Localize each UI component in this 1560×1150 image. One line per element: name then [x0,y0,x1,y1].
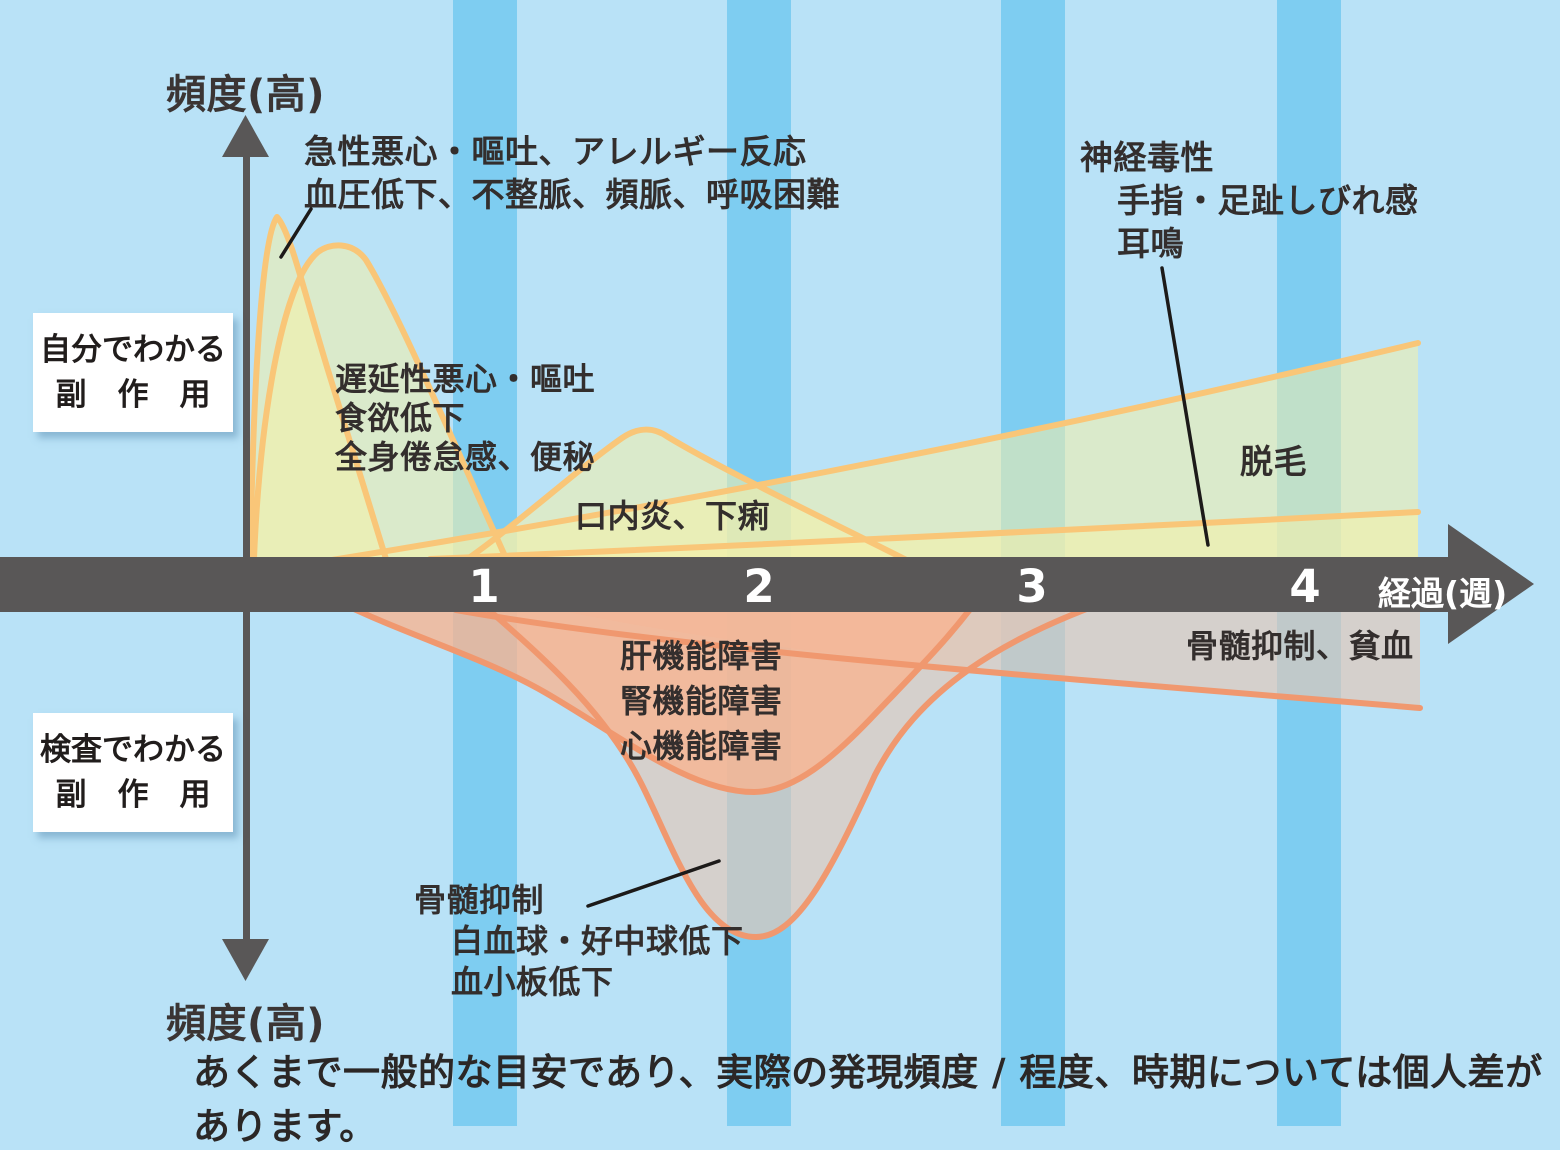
week-tick-3: 3 [1016,560,1048,613]
lower-curve-strokes [302,582,1423,940]
disclaimer-caption: あくまで一般的な目安であり、実際の発現頻度 / 程度、時期については個人差があり… [193,1051,1543,1148]
marrow-suppression-label: 骨髄抑制白血球・好中球低下血小板低下 [414,881,744,1001]
self-noticed-side-effects-box: 自分でわかる副 作 用 [33,313,233,432]
upper-curve-strokes [247,214,1421,588]
acute-callout-line [279,207,313,259]
acute-side-effects-label: 急性悪心・嘔吐、アレルギー反応血圧低下、不整脈、頻脈、呼吸困難 [304,132,840,214]
frequency-label-bottom: 頻度(高) [166,1001,326,1047]
frequency-label-top: 頻度(高) [166,72,326,118]
hair-loss-label: 脱毛 [1240,442,1307,481]
marrow-anemia-label: 骨髄抑制、貧血 [1186,627,1414,665]
week-tick-4: 4 [1289,560,1321,613]
y-axis-arrowhead-down-icon [222,939,269,981]
y-axis-arrowhead-up-icon [222,115,269,157]
test-detected-side-effects-box: 検査でわかる副 作 用 [33,713,233,832]
y-axis [222,115,269,981]
callout-lines [279,207,1210,908]
mouth-sore-label: 口内炎、下痢 [575,497,771,535]
week-tick-2: 2 [743,560,775,613]
marrow-callout-line [586,859,721,908]
organ-damage-label: 肝機能障害腎機能障害心機能障害 [620,637,783,765]
organ-damage-area [305,585,988,792]
neuro-callout-line [1160,266,1210,547]
chart-canvas [0,0,1534,1126]
x-axis-arrowhead-icon [1448,524,1534,644]
x-axis [0,524,1534,644]
week-tick-1: 1 [468,560,500,613]
delayed-side-effects-label: 遅延性悪心・嘔吐食欲低下全身倦怠感、便秘 [335,360,596,476]
neurotoxicity-label: 神経毒性手指・足趾しびれ感耳鳴 [1080,138,1419,263]
x-axis-title: 経過(週) [1378,574,1508,613]
mouth-sore-area [426,429,956,585]
